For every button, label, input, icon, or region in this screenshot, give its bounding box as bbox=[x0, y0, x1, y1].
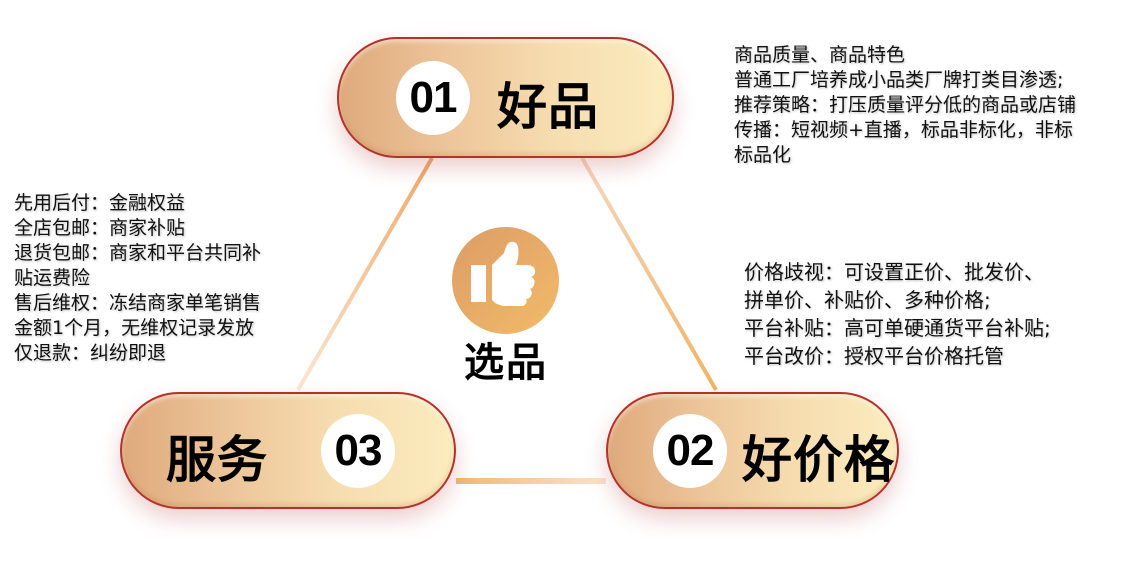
description-line: 仅退款：纠纷即退 bbox=[14, 342, 167, 364]
description-service: 先用后付：金融权益 全店包邮：商家补贴 退货包邮：商家和平台共同补 贴运费险 售… bbox=[14, 191, 261, 366]
number-badge-02: 02 bbox=[653, 414, 727, 488]
number-badge-01: 01 bbox=[396, 61, 470, 135]
description-line: 普通工厂培养成小品类厂牌打类目渗透; bbox=[734, 69, 1064, 91]
description-line: 标品化 bbox=[734, 144, 792, 166]
connector-left bbox=[296, 156, 434, 392]
thumbs-up-icon bbox=[452, 227, 559, 334]
description-line: 商品质量、商品特色 bbox=[734, 44, 906, 66]
center-label: 选品 bbox=[464, 340, 548, 386]
description-line: 平台改价：授权平台价格托管 bbox=[744, 344, 1004, 368]
pill-service: 服务 03 bbox=[120, 392, 456, 509]
description-line: 拼单价、补贴价、多种价格; bbox=[744, 288, 991, 312]
pill-title-good-price: 好价格 bbox=[742, 431, 895, 489]
description-line: 传播：短视频+直播，标品非标化，非标 bbox=[734, 119, 1073, 141]
pill-title-service: 服务 bbox=[166, 431, 268, 489]
description-line: 全店包邮：商家补贴 bbox=[14, 217, 186, 239]
description-line: 金额1个月，无维权记录发放 bbox=[14, 317, 255, 339]
description-good-price: 价格歧视：可设置正价、批发价、 拼单价、补贴价、多种价格; 平台补贴：高可单硬通… bbox=[744, 258, 1051, 370]
description-line: 价格歧视：可设置正价、批发价、 bbox=[744, 260, 1044, 284]
description-line: 先用后付：金融权益 bbox=[14, 192, 186, 214]
description-line: 平台补贴：高可单硬通货平台补贴; bbox=[744, 316, 1051, 340]
number-badge-03: 03 bbox=[321, 414, 395, 488]
description-line: 售后维权：冻结商家单笔销售 bbox=[14, 292, 262, 314]
description-line: 退货包邮：商家和平台共同补 bbox=[14, 242, 262, 264]
description-line: 推荐策略：打压质量评分低的商品或店铺 bbox=[734, 94, 1077, 116]
pill-good-price: 02 好价格 bbox=[606, 392, 899, 509]
pill-title-good-product: 好品 bbox=[497, 78, 599, 136]
description-good-product: 商品质量、商品特色 普通工厂培养成小品类厂牌打类目渗透; 推荐策略：打压质量评分… bbox=[734, 43, 1076, 168]
connector-right bbox=[580, 156, 718, 392]
description-line: 贴运费险 bbox=[14, 267, 91, 289]
pill-good-product: 01 好品 bbox=[337, 37, 674, 158]
